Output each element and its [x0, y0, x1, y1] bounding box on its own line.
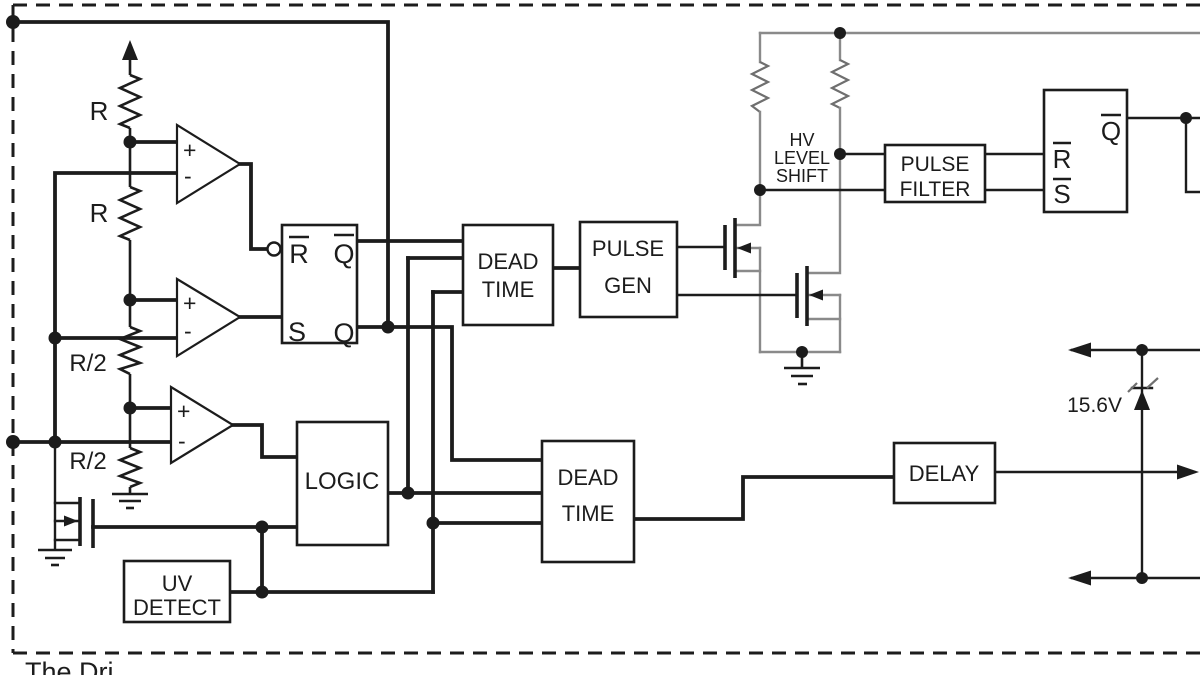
dead-time-1-block: DEAD TIME: [461, 223, 555, 327]
comp2-minus-label: -: [184, 318, 192, 344]
comp1-minus-wire: [53, 171, 179, 444]
r-top-label: R: [90, 96, 109, 126]
deadtime2-to-delay-wire: [632, 475, 896, 521]
level-shift-resistor-right: [829, 59, 851, 109]
pulse-gen-line1: PULSE: [592, 236, 664, 261]
latch1-q-label: Q: [333, 318, 354, 348]
inverting-bubble-icon: [266, 241, 282, 257]
left-arrow-icon: [1068, 570, 1091, 586]
pulse-gen-line2: GEN: [604, 273, 652, 298]
comparators: + - + - + -: [169, 123, 243, 465]
dead-time-1-line2: TIME: [482, 277, 535, 302]
sense-mosfet-body-arrow-icon: [64, 515, 78, 527]
supply-arrow-icon: [122, 40, 138, 60]
uv-detect-block: UV DETECT: [122, 559, 232, 624]
r2-lower-label: R/2: [69, 448, 106, 475]
latch2-rbar-label: R: [1053, 144, 1072, 174]
left-arrow-icon: [1068, 342, 1091, 358]
hv-level-shift-annotation: HV LEVEL SHIFT: [774, 130, 830, 186]
pulse-filter-block: PULSE FILTER: [883, 143, 987, 204]
dead-time-1-line1: DEAD: [477, 249, 538, 274]
signal-wires: [11, 20, 896, 594]
delay-label: DELAY: [909, 461, 980, 486]
sr-latch-1: R Q S Q: [266, 223, 359, 348]
level-shift-resistor-left: [749, 61, 771, 113]
zener-diode-icon: [1134, 390, 1150, 410]
latch1-q-to-deadtime2-wire: [355, 325, 544, 462]
ground-symbol-divider: [112, 487, 148, 510]
latch1-s-label: S: [288, 317, 306, 347]
junction-dots: [6, 15, 1192, 599]
sr-latch-2: R S Q: [1042, 88, 1129, 214]
uv-detect-line2: DETECT: [133, 595, 221, 620]
delay-block: DELAY: [892, 441, 997, 505]
zener-voltage-label: 15.6V: [1067, 394, 1122, 417]
pin-dot: [6, 435, 20, 449]
ic-boundary-dashed-border: [11, 3, 1200, 655]
pulse-filter-line2: FILTER: [900, 178, 971, 201]
latch2-qbar-label: Q: [1101, 116, 1121, 146]
pulse-filter-line1: PULSE: [901, 153, 970, 176]
latch1-qbar-label: Q: [333, 239, 354, 269]
comp1-minus-label: -: [184, 163, 192, 189]
figure-caption-fragment: The Dri: [25, 657, 114, 675]
resistor-r2-lower: [116, 446, 144, 489]
comp3-minus-label: -: [178, 428, 186, 454]
latch2-sbar-label: S: [1053, 179, 1070, 209]
logic-block: LOGIC: [295, 420, 390, 547]
hv-rail-and-level-shift-wires: [749, 31, 1200, 275]
dead-time-2-block: DEAD TIME: [540, 439, 636, 564]
comparator-1: [175, 123, 243, 205]
level-shift-mosfet-pair: [723, 188, 842, 386]
zener-clamp: 15.6V: [1067, 342, 1199, 586]
comp2-plus-label: +: [183, 290, 196, 316]
hv-level-shift-line3: SHIFT: [776, 166, 828, 186]
pin-dot: [6, 15, 20, 29]
comp1-output-wire: [238, 162, 269, 251]
sense-mosfet: [38, 440, 95, 567]
upper-mosfet-body-arrow-icon: [737, 242, 751, 254]
dead-time-2-line1: DEAD: [557, 465, 618, 490]
resistor-r-mid: [116, 185, 144, 242]
hv-level-shift-line1: HV: [789, 130, 814, 150]
pulse-gen-block: PULSE GEN: [578, 220, 679, 319]
resistor-labels: R R R/2 R/2: [69, 96, 108, 475]
comp1-plus-label: +: [183, 137, 196, 163]
dead-time-2-line2: TIME: [562, 501, 615, 526]
uv-detect-line1: UV: [162, 571, 193, 596]
comparator-3: [169, 385, 236, 465]
resistor-r2-upper: [116, 325, 144, 376]
vcc-pin-rail-wire: [11, 20, 390, 329]
lower-mosfet-body-arrow-icon: [809, 289, 823, 301]
logic-label: LOGIC: [305, 468, 380, 495]
comp3-plus-label: +: [177, 398, 190, 424]
high-side-wires: [758, 116, 1200, 580]
comparator-2: [175, 277, 243, 358]
r-mid-label: R: [90, 198, 109, 228]
resistor-r-top: [116, 73, 144, 130]
hv-level-shift-line2: LEVEL: [774, 148, 830, 168]
latch1-rbar-label: R: [289, 239, 309, 269]
reference-divider-chain: [112, 40, 148, 510]
right-arrow-icon: [1177, 464, 1199, 480]
ground-symbol-sense-mosfet: [38, 548, 72, 567]
comp3-output-wire: [231, 423, 299, 459]
r2-upper-label: R/2: [69, 350, 106, 377]
